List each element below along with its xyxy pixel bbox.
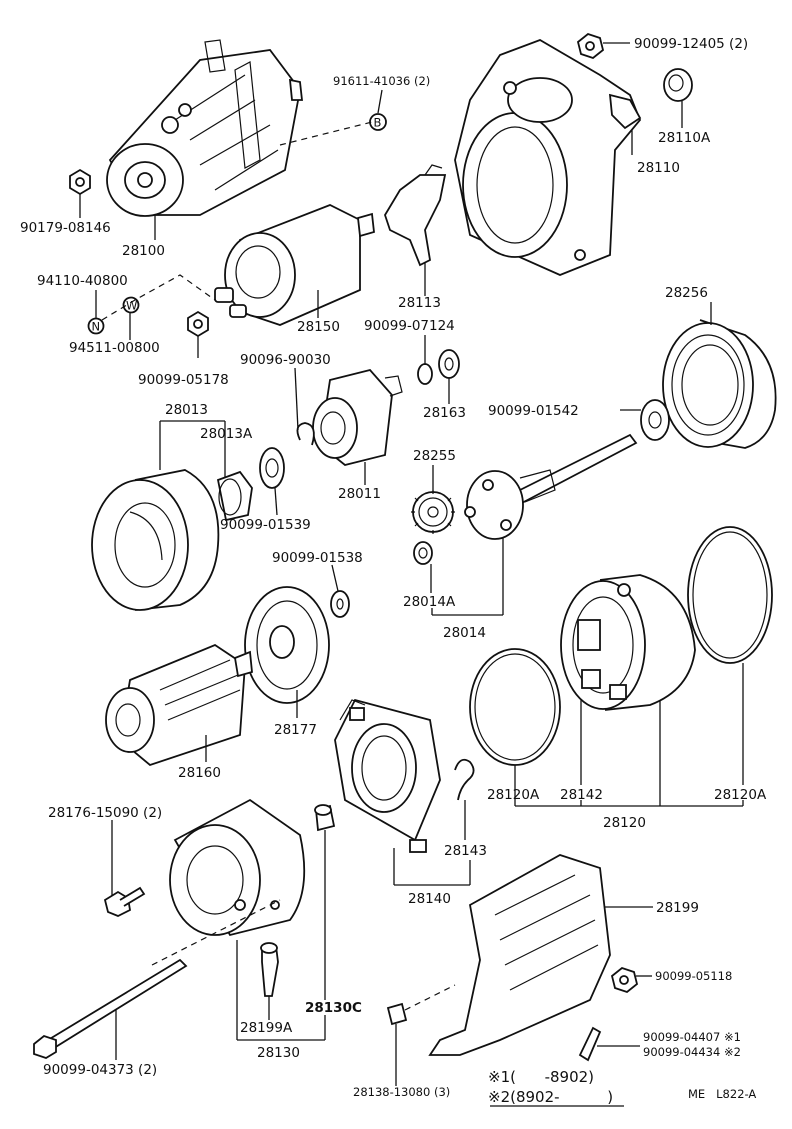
bushing-28110A <box>663 68 693 102</box>
bushing-28130C <box>314 804 336 832</box>
label-91611-41036: 91611-41036 (2) <box>333 74 430 88</box>
label-28199: 28199 <box>656 900 699 916</box>
stud-90099-04407 <box>578 1026 602 1062</box>
label-28199A: 28199A <box>240 1020 293 1036</box>
ring-gear-28256 <box>662 319 777 449</box>
shaft-28014 <box>464 433 638 540</box>
diagram-code: ME L822-A <box>688 1087 756 1101</box>
snap-ring-90096 <box>296 422 315 446</box>
label-90179-08146: 90179-08146 <box>20 220 111 236</box>
label-90099-04434: 90099-04434 ※2 <box>643 1045 741 1059</box>
yoke-28013 <box>91 469 220 611</box>
label-28110: 28110 <box>637 160 680 176</box>
label-28143: 28143 <box>444 843 487 859</box>
clip-90099-07124 <box>417 363 433 385</box>
label-90099-01539: 90099-01539 <box>220 517 311 533</box>
label-28130: 28130 <box>257 1045 300 1061</box>
nut-90099-05178 <box>187 310 209 338</box>
screw-28176 <box>103 886 146 917</box>
label-90096-90030: 90096-90030 <box>240 352 331 368</box>
marker-w: W <box>122 296 140 314</box>
bushing-28013A <box>216 470 253 522</box>
footnote-2: ※2(8902- ) <box>488 1088 613 1106</box>
nut-90099-05118 <box>610 966 639 994</box>
o-ring-28120A-left <box>469 648 561 766</box>
label-28160: 28160 <box>178 765 221 781</box>
label-28013: 28013 <box>165 402 208 418</box>
label-90099-12405: 90099-12405 (2) <box>634 36 748 52</box>
label-28177: 28177 <box>274 722 317 738</box>
label-28163: 28163 <box>423 405 466 421</box>
label-28150: 28150 <box>297 319 340 335</box>
label-28013A: 28013A <box>200 426 253 442</box>
washer-90099-01538 <box>330 590 350 618</box>
footnote-1: ※1( -8902) <box>488 1068 594 1086</box>
label-90099-05118: 90099-05118 <box>655 969 732 983</box>
solenoid-28150 <box>214 204 375 326</box>
washer-90099-01539 <box>259 447 285 489</box>
label-90099-04373: 90099-04373 (2) <box>43 1062 157 1078</box>
part-labels: 91611-41036 (2) 90099-12405 (2) 28110A 2… <box>20 36 767 1107</box>
nut-90179 <box>69 168 91 196</box>
frame-28120 <box>560 574 696 711</box>
label-90099-01542: 90099-01542 <box>488 403 579 419</box>
label-28113: 28113 <box>398 295 441 311</box>
label-28120A-right: 28120A <box>714 787 767 803</box>
label-28120A-left: 28120A <box>487 787 540 803</box>
label-90099-07124: 90099-07124 <box>364 318 455 334</box>
plate-28177 <box>244 586 330 704</box>
svg-text:B: B <box>374 116 382 130</box>
label-28014: 28014 <box>443 625 486 641</box>
clip-28138 <box>386 1002 408 1026</box>
housing-28110 <box>454 39 642 276</box>
svg-text:N: N <box>92 320 101 334</box>
label-28011: 28011 <box>338 486 381 502</box>
label-28120: 28120 <box>603 815 646 831</box>
label-94511-00800: 94511-00800 <box>69 340 160 356</box>
label-90099-01538: 90099-01538 <box>272 550 363 566</box>
lever-28113 <box>384 164 447 267</box>
marker-b: B <box>369 113 387 131</box>
washer-28163 <box>438 349 460 379</box>
label-28142: 28142 <box>560 787 603 803</box>
label-94110-40800: 94110-40800 <box>37 273 128 289</box>
gear-28255 <box>411 490 455 534</box>
cover-28199 <box>428 854 611 1056</box>
label-28138-13080: 28138-13080 (3) <box>353 1085 450 1099</box>
label-90099-04407: 90099-04407 ※1 <box>643 1030 741 1044</box>
label-28130C: 28130C <box>305 1000 362 1016</box>
leader-lines <box>79 42 744 1086</box>
armature-28160 <box>105 643 253 767</box>
end-frame-28130 <box>169 798 306 937</box>
label-28255: 28255 <box>413 448 456 464</box>
label-90099-05178: 90099-05178 <box>138 372 229 388</box>
nut-90099-12405 <box>576 32 605 60</box>
washer-90099-01542 <box>640 399 670 441</box>
clutch-28011 <box>312 368 403 466</box>
alignment-lines <box>101 121 456 1011</box>
spring-28143 <box>454 758 475 801</box>
label-28256: 28256 <box>665 285 708 301</box>
brush-holder-28140 <box>334 698 441 853</box>
label-28140: 28140 <box>408 891 451 907</box>
svg-text:W: W <box>126 299 137 313</box>
bolt-90099-04373 <box>33 958 188 1059</box>
label-28176-15090: 28176-15090 (2) <box>48 805 162 821</box>
marker-n: N <box>87 317 105 335</box>
starter-assembly-28100 <box>106 39 304 217</box>
label-28014A: 28014A <box>403 594 456 610</box>
o-ring-28120A-right <box>687 526 773 664</box>
label-28110A: 28110A <box>658 130 711 146</box>
pin-28199A <box>260 942 279 997</box>
label-28100: 28100 <box>122 243 165 259</box>
bushing-28014A <box>413 541 433 565</box>
